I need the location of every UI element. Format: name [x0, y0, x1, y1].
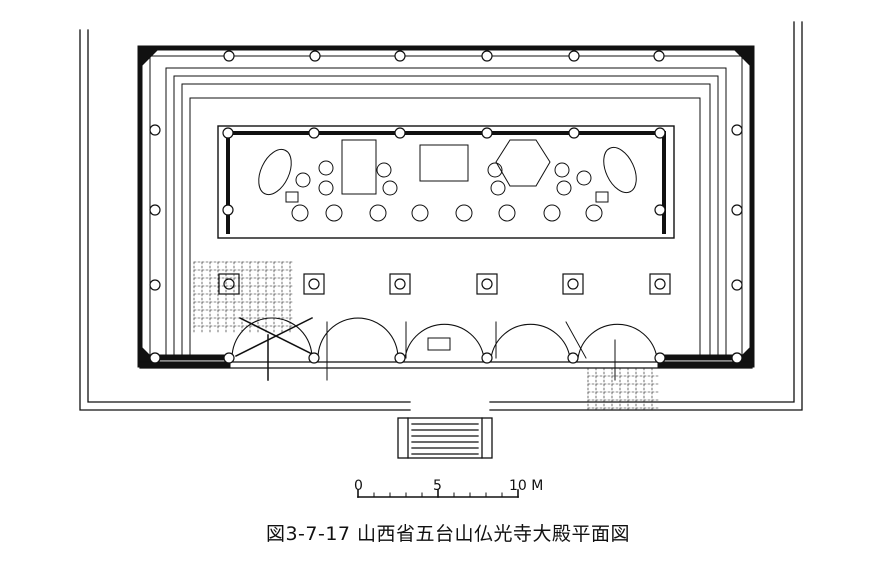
front-steps [397, 417, 493, 459]
front-wall [139, 355, 753, 369]
scale-bar: 0 5 10 M [354, 478, 543, 498]
scale-label-0: 0 [354, 478, 363, 494]
statues [258, 139, 637, 222]
front-inner-columns [218, 273, 671, 295]
front-wall-columns [149, 352, 743, 364]
terrace-outline [79, 21, 803, 411]
figure-caption: 図3-7-17 山西省五台山仏光寺大殿平面図 [265, 523, 631, 545]
paving-hatch [193, 261, 659, 413]
altar-platform [217, 125, 675, 239]
scale-label-10m: 10 M [509, 478, 543, 494]
door-swings [231, 316, 658, 381]
hall-floor-lines [165, 67, 727, 356]
inner-columns [222, 127, 666, 216]
scale-label-5: 5 [433, 478, 442, 494]
